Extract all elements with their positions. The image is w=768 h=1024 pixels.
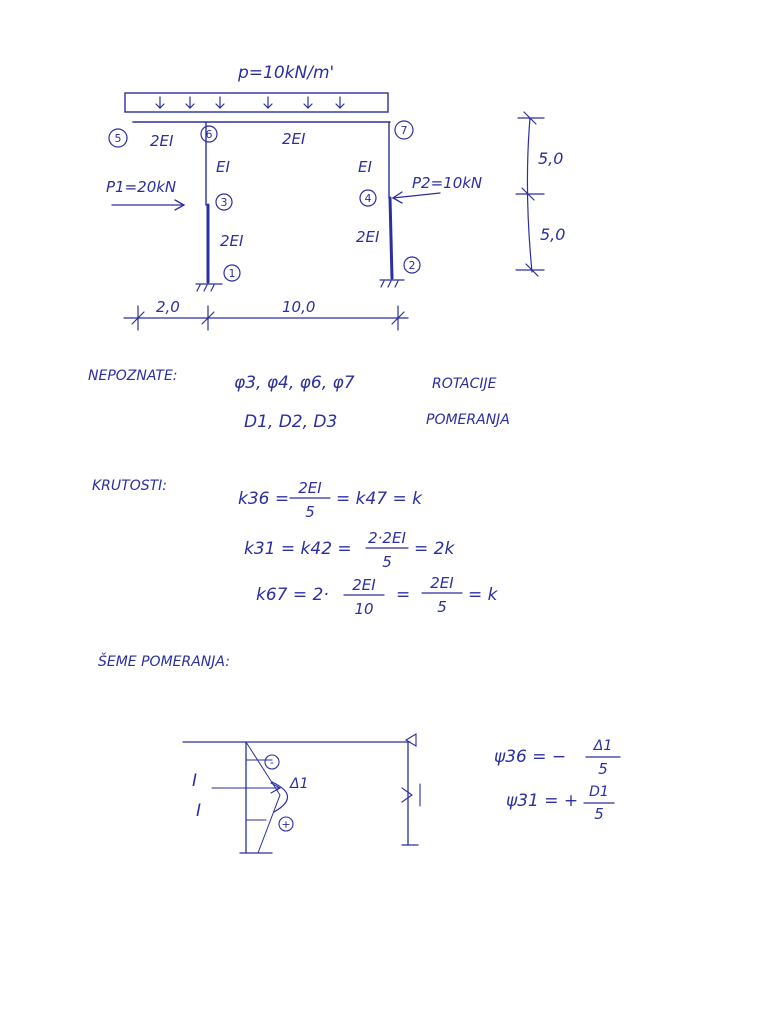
scheme-eq1-lhs: ψ36 = −: [494, 747, 566, 767]
stiffness-eq1-den: 5: [305, 503, 315, 521]
scheme-roller-mid: [401, 787, 413, 803]
member-label-beam-main: 2EI: [282, 130, 306, 148]
scheme-eq1-den: 5: [598, 760, 608, 778]
stiffness-eq2-den: 5: [382, 553, 392, 571]
scheme-label-minus: -: [270, 756, 274, 769]
stiffness-eq3-mid: =: [396, 585, 410, 605]
scheme-eq2-den: 5: [594, 805, 604, 823]
member-label-col-right-upper: EI: [358, 158, 372, 176]
horizontal-dimension: [123, 305, 409, 331]
scheme-deflected-line: [245, 741, 281, 854]
load-label: p=10kN/m': [237, 63, 334, 83]
node-label-2: 2: [409, 259, 416, 272]
unknowns-rotations-label: ROTACIJE: [432, 376, 497, 392]
scheme-roller-top: [404, 733, 417, 747]
scheme-rotation-arc: [271, 781, 289, 813]
schemes-heading: ŠEME POMERANJA:: [98, 652, 230, 670]
node-5-circle: [108, 128, 128, 148]
dim-height-upper: 5,0: [538, 149, 563, 168]
node-3-circle: [215, 193, 233, 211]
node-label-6: 6: [206, 128, 213, 141]
member-label-col-left-upper: EI: [216, 158, 230, 176]
stiffness-eq2-lhs: k31 = k42 =: [244, 539, 352, 559]
member-label-col-right-lower: 2EI: [356, 228, 380, 246]
frame-drawing: [108, 92, 545, 331]
unknowns-heading: NEPOZNATE:: [88, 368, 178, 384]
scheme-fraction-bars: [583, 756, 621, 804]
force-arrow-p2: [391, 191, 441, 204]
stiffness-eq2-num: 2·2EI: [368, 529, 406, 547]
scheme-eq1-num: Δ1: [593, 738, 612, 754]
displacement-scheme: [182, 733, 421, 854]
node-2-circle: [403, 256, 421, 274]
distributed-load-band: [124, 92, 389, 113]
right-fixed-support: [379, 279, 405, 288]
unknowns-rotations: φ3, φ4, φ6, φ7: [234, 373, 355, 393]
dim-span: 10,0: [282, 298, 315, 316]
dim-height-lower: 5,0: [540, 225, 565, 244]
stiffness-heading: KRUTOSTI:: [92, 478, 167, 494]
node-6-circle: [200, 125, 218, 143]
stiffness-eq3-den2: 5: [437, 598, 447, 616]
unknowns-displacements: D1, D2, D3: [244, 412, 337, 432]
stiffness-fraction-bars: [289, 497, 463, 596]
stiffness-eq3-num2: 2EI: [430, 574, 454, 592]
member-label-col-left-lower: 2EI: [220, 232, 244, 250]
right-column-lower: [388, 196, 394, 280]
node-4-circle: [359, 189, 377, 207]
stiffness-eq1-rhs: = k47 = k: [336, 489, 423, 509]
member-label-beam-left: 2EI: [150, 132, 174, 150]
scheme-label-lower: I: [196, 801, 201, 821]
node-label-3: 3: [221, 196, 228, 209]
scheme-plus-circle: [278, 816, 294, 832]
scheme-eq2-num: D1: [589, 784, 609, 800]
stiffness-eq3-den: 10: [354, 600, 373, 618]
stiffness-eq3-lhs: k67 = 2·: [256, 585, 329, 605]
scheme-eq2-lhs: ψ31 = +: [506, 791, 578, 811]
force-label-p1: P1=20kN: [106, 178, 176, 196]
node-1-circle: [223, 264, 241, 282]
stiffness-eq1-lhs: k36 =: [238, 489, 289, 509]
scheme-label-upper: I: [192, 771, 197, 791]
force-label-p2: P2=10kN: [412, 174, 482, 192]
stiffness-eq1-num: 2EI: [298, 479, 322, 497]
node-label-7: 7: [401, 124, 408, 137]
stiffness-eq2-rhs: = 2k: [414, 539, 455, 559]
load-arrows: [155, 96, 345, 109]
vertical-dimension: [515, 111, 545, 277]
scheme-label-plus: +: [281, 818, 290, 831]
force-arrow-p1: [111, 199, 186, 211]
stiffness-eq3-rhs: = k: [468, 585, 499, 605]
unknowns-displacements-label: POMERANJA: [426, 412, 510, 428]
dim-overhang: 2,0: [156, 298, 180, 316]
node-label-5: 5: [115, 132, 122, 145]
node-7-circle: [394, 120, 414, 140]
node-label-4: 4: [365, 192, 372, 205]
node-label-1: 1: [229, 267, 236, 280]
left-fixed-support: [195, 283, 223, 292]
scheme-label-delta: Δ1: [289, 776, 308, 792]
scheme-minus-circle: [264, 754, 280, 770]
stiffness-eq3-num: 2EI: [352, 576, 376, 594]
